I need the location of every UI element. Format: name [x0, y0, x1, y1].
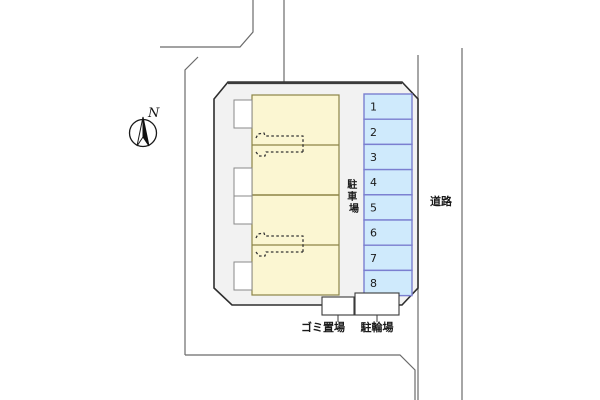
parking-stall-number: 6	[370, 227, 377, 240]
parking-stall[interactable]: 2	[363, 118, 413, 146]
building-alcove-2	[233, 167, 253, 197]
building-dashed-detail-2b	[255, 251, 303, 257]
road-line-left	[184, 56, 199, 355]
building-alcove-4	[233, 261, 253, 291]
parking-stall-number: 3	[370, 151, 377, 164]
apartment-building	[233, 94, 340, 296]
parking-stall[interactable]: 6	[363, 219, 413, 246]
parking-stall-number: 5	[370, 201, 377, 214]
parking-stall[interactable]: 1	[363, 93, 413, 120]
parking-stall-rect[interactable]	[363, 194, 413, 221]
parking-stalls-group: 1 2 3 4 5 6 7 8	[363, 93, 413, 297]
compass-rose: N	[128, 106, 160, 148]
building-dashed-detail-1b	[255, 151, 303, 157]
parking-lot-label-l3: 場	[349, 202, 359, 215]
parking-stall-rect[interactable]	[363, 269, 413, 297]
chuurin-label: 駐輪場	[361, 320, 394, 334]
parking-stall-number: 8	[370, 277, 377, 290]
road-label: 道路	[430, 194, 453, 208]
compass-needle-dark	[142, 116, 150, 147]
building-dashed-detail-2a	[255, 232, 304, 252]
facility-boxes	[321, 292, 400, 322]
parking-stall-number: 2	[370, 126, 377, 139]
parking-lot-label-l2: 車	[347, 190, 357, 203]
parking-stall-rect[interactable]	[363, 219, 413, 246]
building-alcove-1	[233, 99, 253, 129]
compass-north-label: N	[147, 106, 160, 121]
building-dashed-detail-1a	[255, 132, 304, 152]
road-line-upper-left	[160, 0, 254, 48]
parking-stall[interactable]: 8	[363, 269, 413, 297]
road-line-bottom	[185, 354, 416, 400]
parking-stall[interactable]: 5	[363, 194, 413, 221]
gomi-label: ゴミ置場	[301, 320, 345, 334]
parking-stall[interactable]: 3	[363, 143, 413, 171]
road-network	[160, 0, 463, 400]
parking-stall-number: 4	[370, 176, 377, 189]
gomi-box	[321, 296, 355, 316]
parking-stall[interactable]: 7	[363, 244, 413, 272]
parking-lot-label-l1: 駐	[347, 178, 357, 191]
chuurin-box	[354, 292, 400, 316]
parking-stall-number: 7	[370, 252, 377, 265]
parking-lot-label: 駐 車 場	[347, 178, 360, 215]
parking-stall-number: 1	[370, 101, 377, 114]
building-alcove-3	[233, 195, 253, 225]
parking-stall-rect[interactable]	[363, 168, 413, 196]
parking-stall[interactable]: 4	[363, 168, 413, 196]
